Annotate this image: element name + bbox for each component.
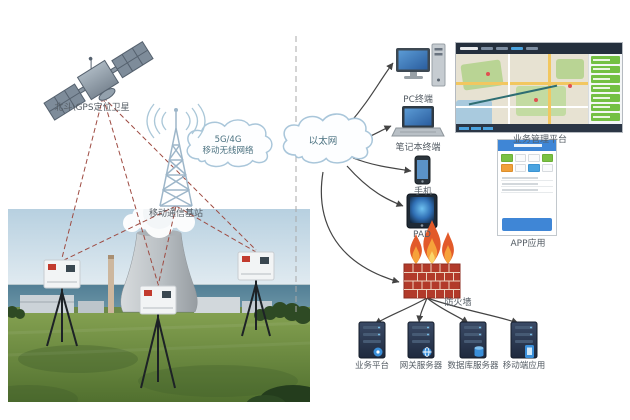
menu-item-placeholder <box>496 47 508 50</box>
stat-cell-placeholder <box>501 154 513 162</box>
stat-cell-placeholder <box>541 164 553 172</box>
wireless-dashed-links <box>61 96 257 287</box>
map-road <box>508 54 510 124</box>
app-stat-grid <box>498 151 556 174</box>
sidebar-row-placeholder <box>591 56 620 64</box>
app-screenshot <box>497 139 557 236</box>
map-park-patch <box>556 59 584 79</box>
laptop-icon <box>391 106 445 137</box>
menu-item-placeholder <box>526 47 538 50</box>
satellite-icon <box>43 40 154 121</box>
monitoring-device-tripod-icon <box>139 285 177 389</box>
laptop-label: 笔记本终端 <box>395 143 441 153</box>
stat-cell-placeholder <box>514 164 526 172</box>
map-pin <box>568 84 572 88</box>
server-icon-mobile <box>510 321 538 359</box>
platform-logo-placeholder <box>460 47 478 50</box>
stat-cell-placeholder <box>528 154 540 162</box>
stat-cell-placeholder <box>528 164 540 172</box>
server-label-gateway: 网关服务器 <box>399 361 443 371</box>
map-road <box>456 82 588 85</box>
satellite-label: 北斗\GPS定位卫星 <box>54 103 130 113</box>
stat-cell-placeholder <box>541 154 553 162</box>
phone-label: 手机 <box>413 187 432 197</box>
cloud-ethernet-icon <box>282 113 374 164</box>
server-icon-business <box>358 321 386 359</box>
footer-cell-placeholder <box>483 126 493 130</box>
cloud-5g4g-label: 5G/4G 移动无线网络 <box>192 135 264 156</box>
sidebar-row-placeholder <box>591 103 620 111</box>
monitoring-device-tripod-icon <box>237 251 275 337</box>
connector-arrows <box>320 62 519 325</box>
app-label: APP应用 <box>510 239 546 249</box>
footer-cell-placeholder <box>459 126 469 130</box>
map-pin <box>534 98 538 102</box>
app-list <box>498 174 556 194</box>
sidebar-row-placeholder <box>591 84 620 92</box>
platform-screenshot <box>455 42 623 133</box>
cloud-ethernet-label: 以太网 <box>308 136 338 147</box>
server-label-mobile: 移动端应用 <box>502 361 546 371</box>
menu-item-placeholder <box>481 47 493 50</box>
server-icon-database <box>459 321 487 359</box>
map-road <box>548 54 551 124</box>
sidebar-row-placeholder <box>591 94 620 102</box>
cloud-5g4g-label-line1: 5G/4G <box>214 135 242 145</box>
server-label-database: 数据库服务器 <box>447 361 499 371</box>
firewall-brick-flame-icon <box>403 220 461 299</box>
map-park-patch <box>516 86 566 116</box>
platform-sidebar-list <box>588 54 622 124</box>
monitoring-device-tripod-icon <box>43 259 81 347</box>
stat-cell-placeholder <box>514 154 526 162</box>
server-icons <box>358 321 538 359</box>
list-row-placeholder <box>501 181 553 187</box>
tablet-icon <box>406 193 438 229</box>
menu-item-placeholder <box>511 47 523 50</box>
sidebar-row-placeholder <box>591 65 620 73</box>
map-road <box>456 106 588 108</box>
platform-label: 业务管理平台 <box>512 135 567 145</box>
smartphone-icon <box>414 155 431 185</box>
pc-label: PC终端 <box>403 95 433 105</box>
app-bottom-button <box>502 218 552 231</box>
list-row-placeholder <box>501 175 553 181</box>
firewall-label: 防火墙 <box>444 298 472 308</box>
platform-header-bar <box>456 43 622 54</box>
tower-label: 移动通信基站 <box>148 209 203 219</box>
stat-cell-placeholder <box>501 164 513 172</box>
desktop-pc-icon <box>396 43 446 87</box>
server-icon-gateway <box>407 321 435 359</box>
sidebar-row-placeholder <box>591 75 620 83</box>
server-label-business: 业务平台 <box>354 361 389 371</box>
platform-map <box>456 54 588 124</box>
sidebar-row-placeholder <box>591 113 620 121</box>
pad-label: PAD <box>413 230 431 240</box>
cell-tower-icon <box>146 103 206 207</box>
list-row-placeholder <box>501 187 553 193</box>
platform-footer-bar <box>456 124 622 132</box>
app-header-bar <box>498 140 556 151</box>
cloud-5g4g-label-line2: 移动无线网络 <box>202 145 254 156</box>
footer-cell-placeholder <box>471 126 481 130</box>
monitoring-devices <box>43 251 275 389</box>
map-park-patch <box>460 59 504 91</box>
map-pin <box>486 72 490 76</box>
